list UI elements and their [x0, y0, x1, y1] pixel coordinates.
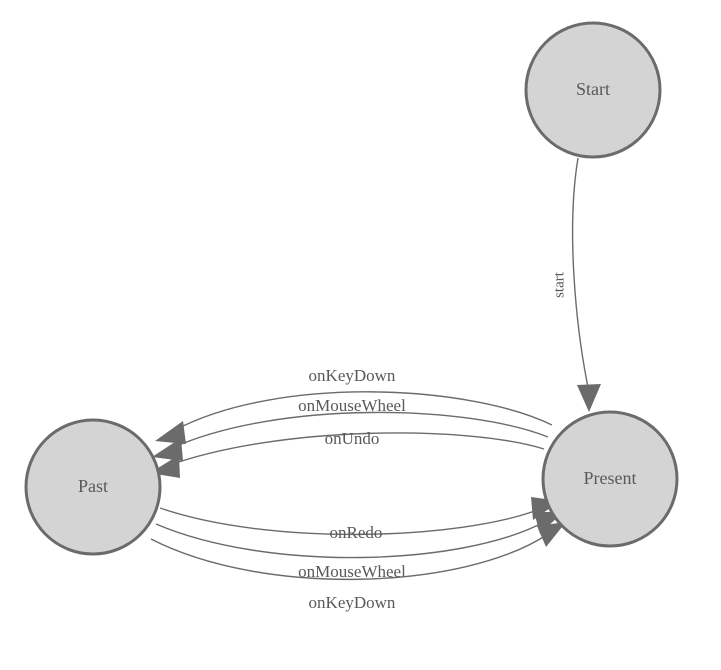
edge-label-present-past-onmousewheel: onMouseWheel [298, 396, 406, 415]
edge-present-to-past-onkeydown-path [174, 391, 553, 431]
edge-present-to-past-onmousewheel[interactable]: onMouseWheel [152, 396, 549, 461]
node-past-label: Past [78, 476, 108, 496]
edge-past-to-present-onredo-path [159, 507, 541, 536]
edge-present-to-past-onundo[interactable]: onUndo [150, 429, 545, 478]
node-past-circle [24, 418, 162, 556]
edge-label-past-present-onmousewheel: onMouseWheel [298, 562, 406, 581]
edge-start-to-present[interactable]: start [551, 157, 601, 412]
arrowhead-into-past-1 [155, 421, 186, 444]
edge-past-to-present-onkeydown[interactable]: onKeyDown [150, 522, 566, 612]
node-present-label: Present [584, 468, 637, 488]
edge-label-present-past-onkeydown: onKeyDown [309, 366, 396, 385]
node-start[interactable]: Start [524, 21, 662, 159]
edge-label-present-past-onundo: onUndo [325, 429, 380, 448]
arrowhead-into-past-2 [152, 438, 183, 461]
edge-start-to-present-path [571, 157, 590, 393]
edge-label-past-present-onkeydown: onKeyDown [309, 593, 396, 612]
edge-present-to-past-onundo-path [169, 432, 545, 466]
arrowhead-into-present-top [577, 384, 601, 412]
edge-present-to-past-onmousewheel-path [171, 411, 549, 449]
node-start-label: Start [576, 79, 610, 99]
edge-past-to-present-onmousewheel-path [155, 521, 545, 559]
node-present-circle [541, 410, 679, 548]
arrowhead-into-present-3 [537, 522, 566, 547]
node-past[interactable]: Past [24, 418, 162, 556]
edge-past-to-present-onkeydown-path [150, 533, 549, 581]
node-start-circle [524, 21, 662, 159]
node-present[interactable]: Present [541, 410, 679, 548]
edge-present-to-past-onkeydown[interactable]: onKeyDown [155, 366, 553, 444]
edge-past-to-present-onredo[interactable]: onRedo [159, 497, 560, 542]
edge-label-past-present-onredo: onRedo [330, 523, 383, 542]
edge-label-start: start [551, 271, 567, 298]
